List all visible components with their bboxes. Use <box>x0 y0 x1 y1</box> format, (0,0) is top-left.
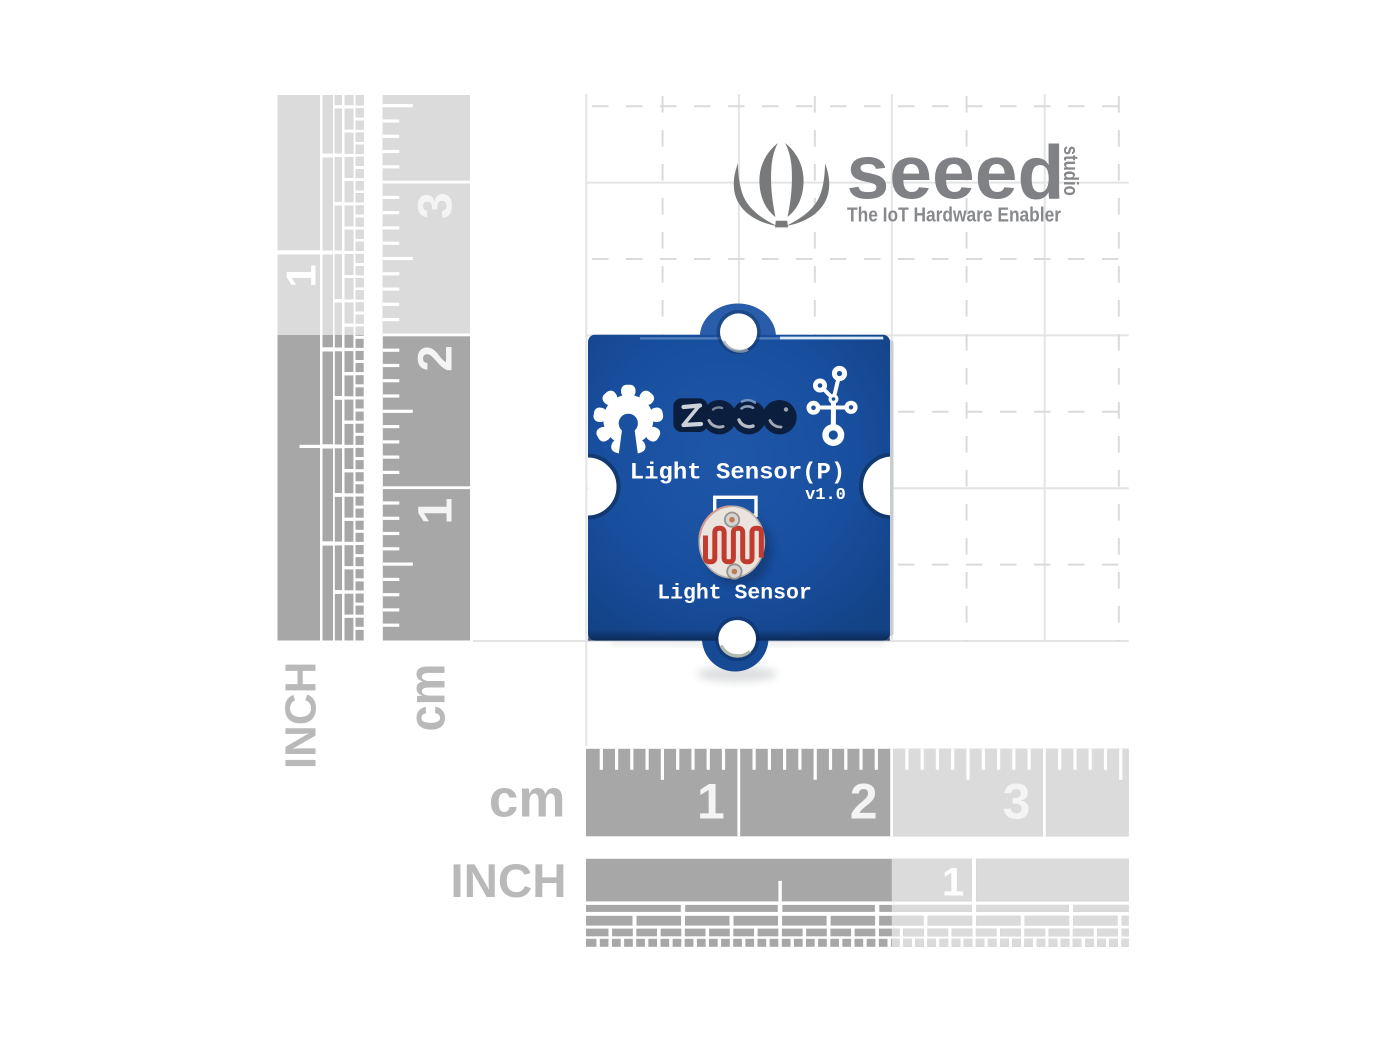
svg-text:Light Sensor: Light Sensor <box>657 582 812 606</box>
svg-text:The IoT Hardware Enabler: The IoT Hardware Enabler <box>847 204 1061 226</box>
svg-text:1: 1 <box>278 264 325 287</box>
svg-text:1: 1 <box>697 773 725 829</box>
svg-text:1: 1 <box>410 498 463 525</box>
svg-text:v1.0: v1.0 <box>805 486 846 505</box>
svg-text:INCH: INCH <box>450 855 566 908</box>
svg-text:INCH: INCH <box>277 662 326 770</box>
svg-text:2: 2 <box>410 345 463 372</box>
svg-text:cm: cm <box>398 664 456 732</box>
svg-text:Light Sensor(P): Light Sensor(P) <box>630 459 846 486</box>
svg-text:cm: cm <box>489 770 566 829</box>
svg-text:seeed: seeed <box>847 131 1065 216</box>
svg-text:2: 2 <box>850 773 878 829</box>
svg-text:1: 1 <box>942 860 964 904</box>
svg-text:studio: studio <box>1059 146 1082 196</box>
svg-text:3: 3 <box>410 192 463 219</box>
svg-text:3: 3 <box>1003 773 1031 829</box>
